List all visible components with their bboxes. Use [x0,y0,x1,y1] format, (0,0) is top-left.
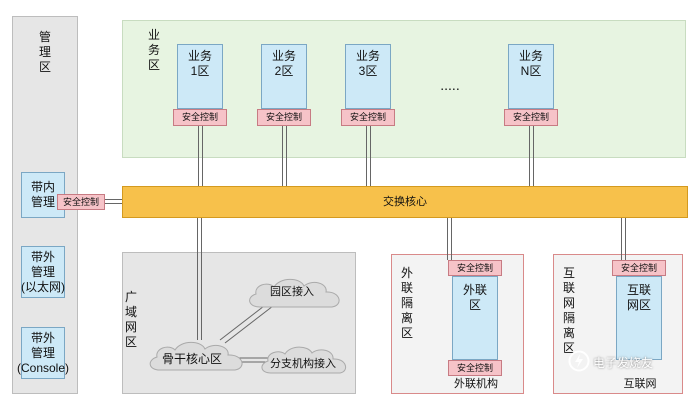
extranet-zone-box-label: 外联区 [462,283,487,312]
outband-ethernet-line2: 管理 [30,265,55,279]
business-zone-2-line2: 2区 [274,64,294,78]
switching-core: 交换核心 [122,186,688,218]
business-zone-3-line1: 业务 [355,49,380,63]
link-business-3-core [366,126,371,186]
internet-zone-box-label: 互联网区 [626,283,651,312]
business-zone-3-line2: 3区 [358,64,378,78]
business-zone-2-security: 安全控制 [257,109,311,126]
business-zone-2-line1: 业务 [271,49,296,63]
business-zone-n: 业务 N区 [508,44,554,109]
business-zone-n-security: 安全控制 [504,109,558,126]
business-zone-label: 业务区 [147,28,160,72]
inband-management-label: 带内管理 [30,180,55,209]
business-zone-3: 业务 3区 [345,44,391,109]
outband-console-box: 带外 管理 (Console) [17,327,69,379]
watermark-logo-icon [568,350,590,372]
internet-zone-box: 互联网区 [616,276,662,360]
branch-access-label: 分支机构接入 [270,358,336,370]
inband-security-control: 安全控制 [57,194,105,210]
business-zone-1-line2: 1区 [190,64,210,78]
extranet-security-bottom: 安全控制 [448,360,502,376]
business-ellipsis: ..... [440,77,460,93]
link-business-n-core [529,126,534,186]
outband-console-line3: (Console) [16,361,70,375]
internet-security-top: 安全控制 [612,260,666,276]
wan-zone-label: 广域网区 [124,290,137,349]
extranet-zone-box: 外联区 [452,276,498,360]
business-zone-n-line1: 业务 [518,49,543,63]
extranet-org-label: 外联机构 [454,378,498,390]
link-core-extranet [447,218,452,260]
outband-ethernet-line1: 带外 [30,250,55,264]
watermark-text: 电子发烧友 [593,356,654,370]
outband-ethernet-line3: (以太网) [21,280,65,294]
campus-access-label: 园区接入 [270,286,314,298]
outband-ethernet-box: 带外 管理 (以太网) [21,246,65,298]
business-zone-2: 业务 2区 [261,44,307,109]
internet-zone-label: 互联网隔离区 [562,266,575,355]
outband-console-line2: 管理 [30,346,55,360]
business-zone-n-line2: N区 [520,64,542,78]
management-zone-label: 管理区 [38,30,51,74]
business-zone-3-security: 安全控制 [341,109,395,126]
business-zone-1-security: 安全控制 [173,109,227,126]
extranet-zone-label: 外联隔离区 [400,266,413,340]
business-zone-1: 业务 1区 [177,44,223,109]
campus-cloud-icon [249,278,340,308]
link-inband-core [105,199,123,204]
link-business-1-core [198,126,203,186]
link-core-internet [621,218,626,260]
extranet-security-top: 安全控制 [448,260,502,276]
internet-bottom-label: 互联网 [623,378,657,390]
backbone-core-label: 骨干核心区 [162,352,223,366]
link-business-2-core [282,126,287,186]
business-zone-1-line1: 业务 [187,49,212,63]
outband-console-line1: 带外 [30,331,55,345]
backbone-cloud-icon [149,341,243,371]
branch-cloud-icon [261,346,347,374]
link-core-backbone [197,218,202,340]
